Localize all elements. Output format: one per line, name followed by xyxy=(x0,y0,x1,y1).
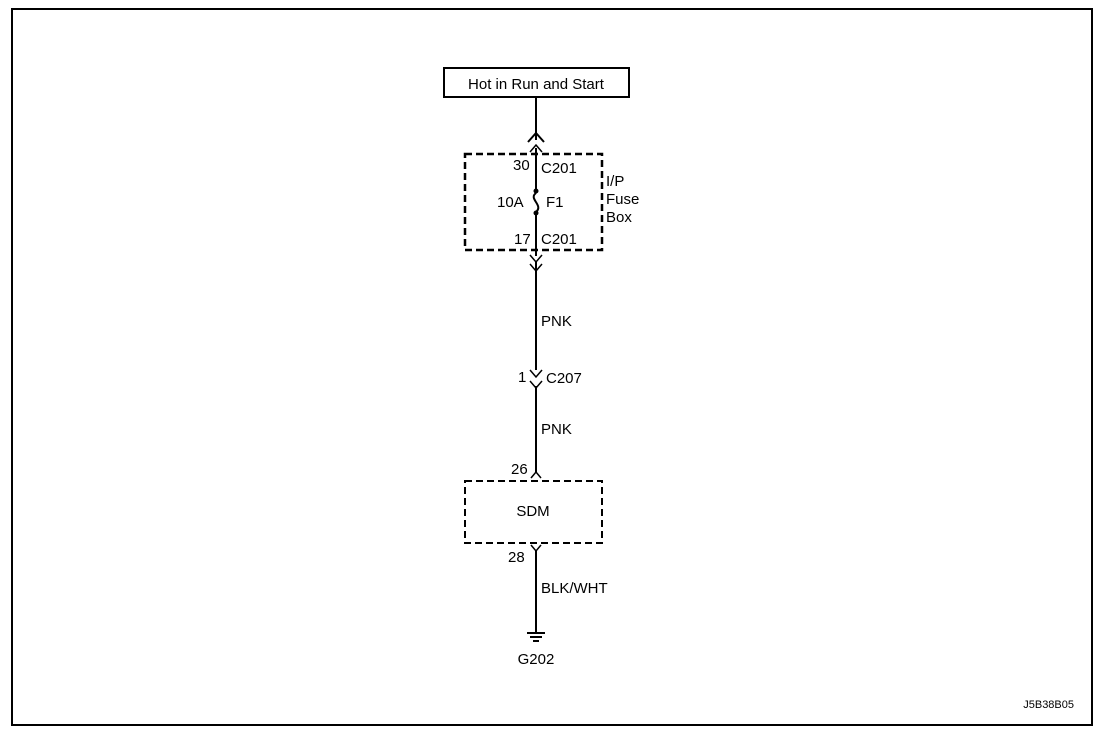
c207-pin: 1 xyxy=(518,369,526,386)
c207-id: C207 xyxy=(546,370,582,387)
c201-bottom-connector-symbol xyxy=(529,254,543,264)
sdm-module-name: SDM xyxy=(516,503,549,520)
fuse-bottom-pin: 17 xyxy=(514,231,531,248)
fuse-box-label-line3: Box xyxy=(606,209,632,226)
fuse-symbol xyxy=(532,192,540,213)
c201-top-connector-symbol-lower xyxy=(529,143,543,153)
fuse-top-pin: 30 xyxy=(513,157,530,174)
ground-symbol xyxy=(527,632,545,642)
wire-upper-color: PNK xyxy=(541,313,572,330)
wire-lower-color: PNK xyxy=(541,421,572,438)
sdm-input-pin: 26 xyxy=(511,461,528,478)
fuse-bottom-connector: C201 xyxy=(541,231,577,248)
c207-connector-symbol xyxy=(529,369,543,379)
fuse-top-connector: C201 xyxy=(541,160,577,177)
fuse-box-label-line2: Fuse xyxy=(606,191,639,208)
diagram-frame xyxy=(11,8,1093,726)
sdm-module-outline xyxy=(464,480,603,544)
fuse-box-label-line1: I/P xyxy=(606,173,624,190)
ground-wire-color: BLK/WHT xyxy=(541,580,608,597)
fuse-rating: 10A xyxy=(497,194,524,211)
fuse-terminal-top xyxy=(533,188,539,194)
fuse-box-outline xyxy=(463,152,604,252)
c201-top-connector-symbol xyxy=(527,131,545,143)
sdm-input-pin-symbol xyxy=(530,470,542,479)
sdm-output-pin: 28 xyxy=(508,549,525,566)
fuse-id: F1 xyxy=(546,194,564,211)
figure-code: J5B38B05 xyxy=(1023,699,1074,711)
ground-id: G202 xyxy=(518,651,555,668)
fuse-terminal-bottom xyxy=(533,210,539,216)
power-source-label: Hot in Run and Start xyxy=(468,76,605,93)
